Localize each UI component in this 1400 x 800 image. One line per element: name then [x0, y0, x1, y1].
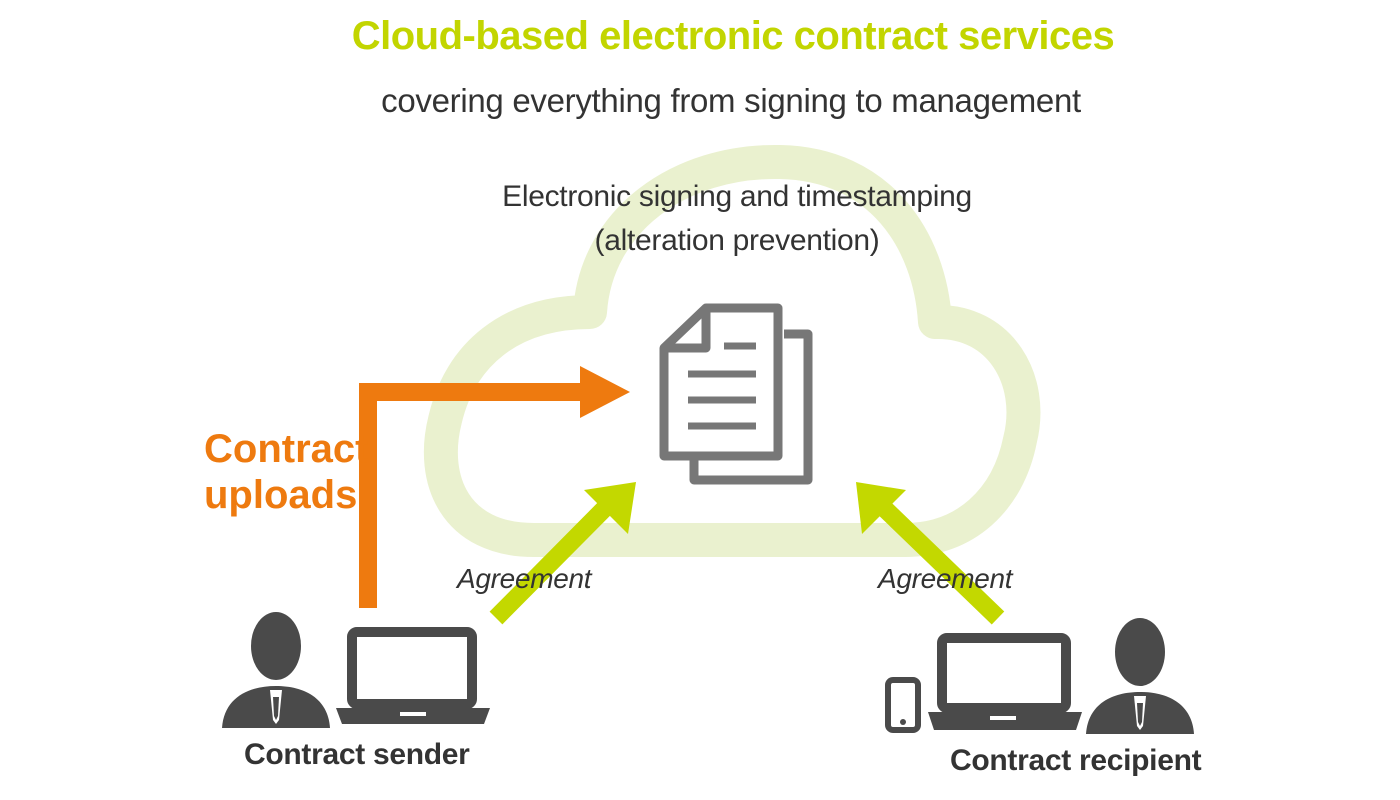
recipient-laptop-icon	[928, 633, 1082, 730]
cloud-label-line1: Electronic signing and timestamping	[502, 180, 972, 213]
upload-label-line2: uploads	[204, 473, 358, 517]
cloud-shape	[423, 144, 1041, 557]
page-title: Cloud-based electronic contract services	[351, 14, 1115, 58]
sender-laptop-icon	[336, 627, 490, 724]
upload-arrow	[359, 366, 630, 608]
document-stack-icon	[659, 303, 813, 485]
page-subtitle: covering everything from signing to mana…	[381, 82, 1081, 119]
upload-label-line1: Contract	[204, 427, 369, 471]
recipient-person-icon	[1086, 618, 1194, 734]
agreement-label-right: Agreement	[878, 563, 1013, 594]
recipient-phone-icon	[885, 677, 921, 733]
recipient-label: Contract recipient	[950, 744, 1202, 777]
agreement-arrow-left	[489, 482, 636, 625]
cloud-label-line2: (alteration prevention)	[594, 224, 880, 257]
agreement-arrow-right	[856, 482, 1005, 625]
sender-person-icon	[222, 612, 330, 728]
agreement-label-left: Agreement	[457, 563, 592, 594]
sender-label: Contract sender	[244, 738, 470, 771]
